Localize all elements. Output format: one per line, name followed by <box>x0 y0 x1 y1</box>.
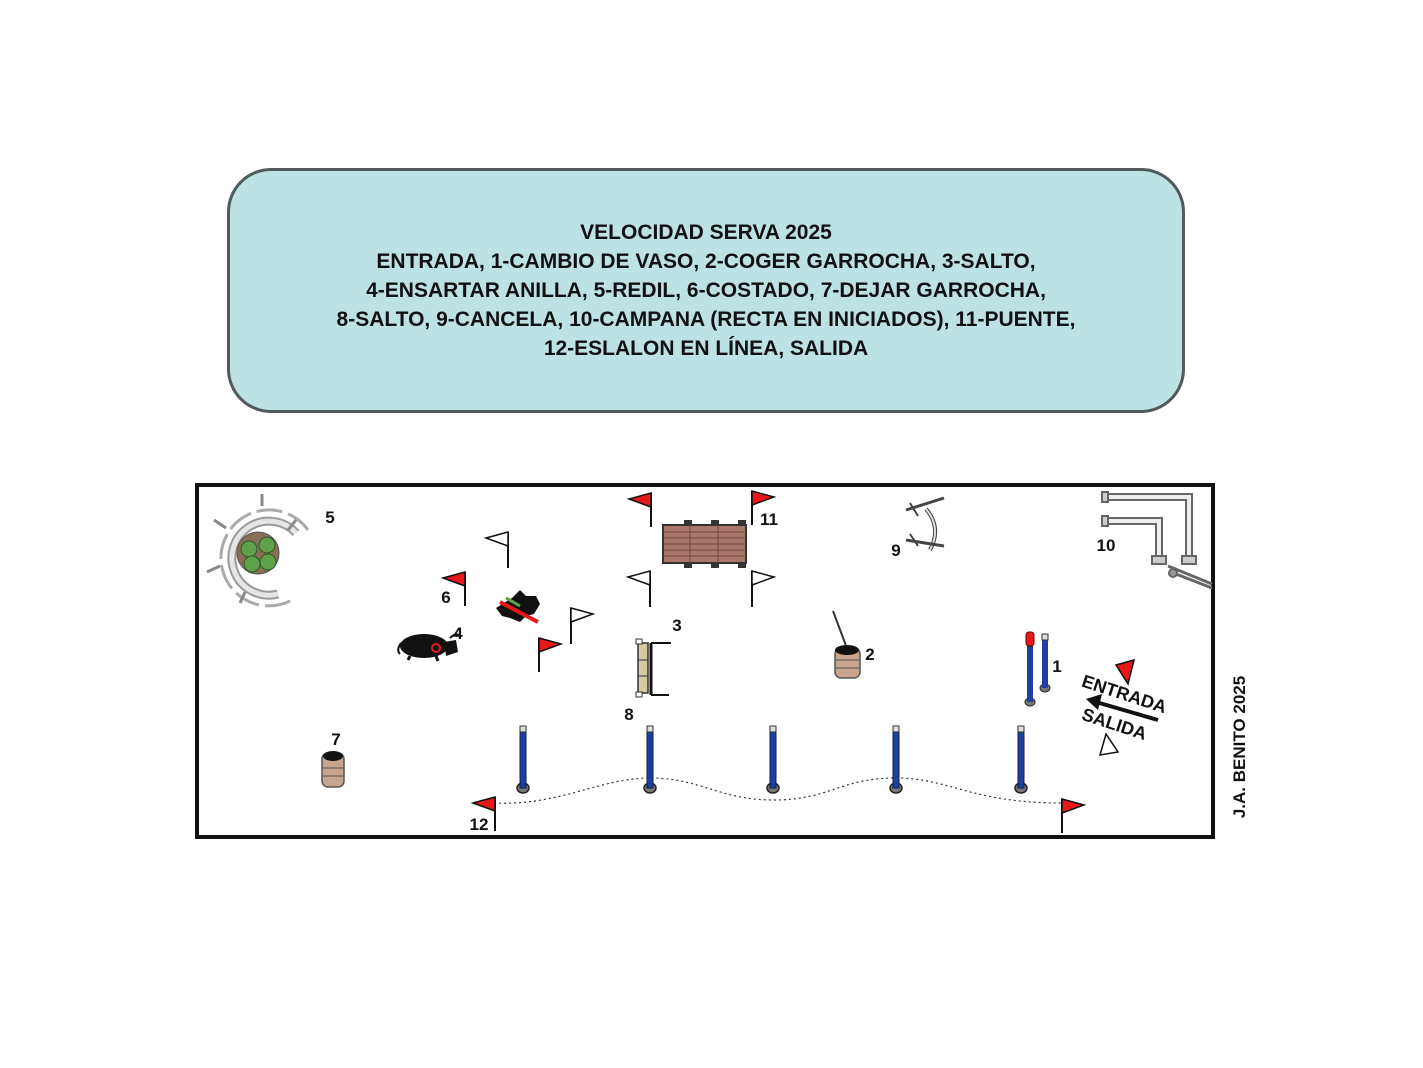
obstacle-number-4: 4 <box>453 624 463 643</box>
title-line-1: VELOCIDAD SERVA 2025 <box>580 221 832 244</box>
jump-obstacle <box>635 638 671 698</box>
obstacle-number-10: 10 <box>1096 536 1116 555</box>
entry-exit-marker: ENTRADA SALIDA <box>1079 658 1169 756</box>
white-flag <box>627 570 651 608</box>
title-box: VELOCIDAD SERVA 2025 ENTRADA, 1-CAMBIO D… <box>227 168 1185 413</box>
obstacle-number-1: 1 <box>1052 657 1062 676</box>
red-flag <box>538 637 562 673</box>
bridge-obstacle <box>662 520 747 568</box>
cup-change-poles <box>1024 631 1051 707</box>
obstacle-number-6: 6 <box>441 588 451 607</box>
title-line-5: 12-ESLALON EN LÍNEA, SALIDA <box>543 337 869 360</box>
slalom-pole <box>516 725 530 794</box>
horse-rider-icon <box>496 590 540 624</box>
slalom-pole <box>1014 725 1028 794</box>
redil-obstacle <box>206 494 310 608</box>
bull-icon <box>397 633 461 662</box>
title-line-3: 4-ENSARTAR ANILLA, 5-REDIL, 6-COSTADO, 7… <box>366 279 1046 302</box>
obstacle-number-5: 5 <box>325 508 335 527</box>
barrel <box>321 751 345 788</box>
slalom-pole <box>643 725 657 794</box>
obstacle-number-2: 2 <box>865 645 875 664</box>
slalom-pole <box>889 725 903 794</box>
slalom-path <box>493 777 1063 804</box>
obstacle-number-9: 9 <box>891 541 901 560</box>
salida-label: SALIDA <box>1079 704 1149 744</box>
author-credit: J.A. BENITO 2025 <box>1230 675 1249 819</box>
obstacle-number-8: 8 <box>624 705 634 724</box>
obstacle-number-3: 3 <box>672 616 682 635</box>
obstacle-number-11: 11 <box>760 510 778 529</box>
red-flag <box>628 492 652 528</box>
slalom-pole <box>766 725 780 794</box>
gate-obstacle <box>905 496 945 551</box>
white-flag <box>570 607 594 645</box>
bell-obstacle <box>1101 491 1213 590</box>
obstacle-number-7: 7 <box>331 730 341 749</box>
barrel-with-pole <box>832 610 861 679</box>
white-flag <box>751 570 775 608</box>
white-flag <box>485 531 509 569</box>
obstacle-number-12: 12 <box>469 815 489 834</box>
red-flag <box>1061 798 1085 834</box>
title-line-2: ENTRADA, 1-CAMBIO DE VASO, 2-COGER GARRO… <box>376 250 1036 273</box>
title-line-4: 8-SALTO, 9-CANCELA, 10-CAMPANA (RECTA EN… <box>336 308 1076 331</box>
